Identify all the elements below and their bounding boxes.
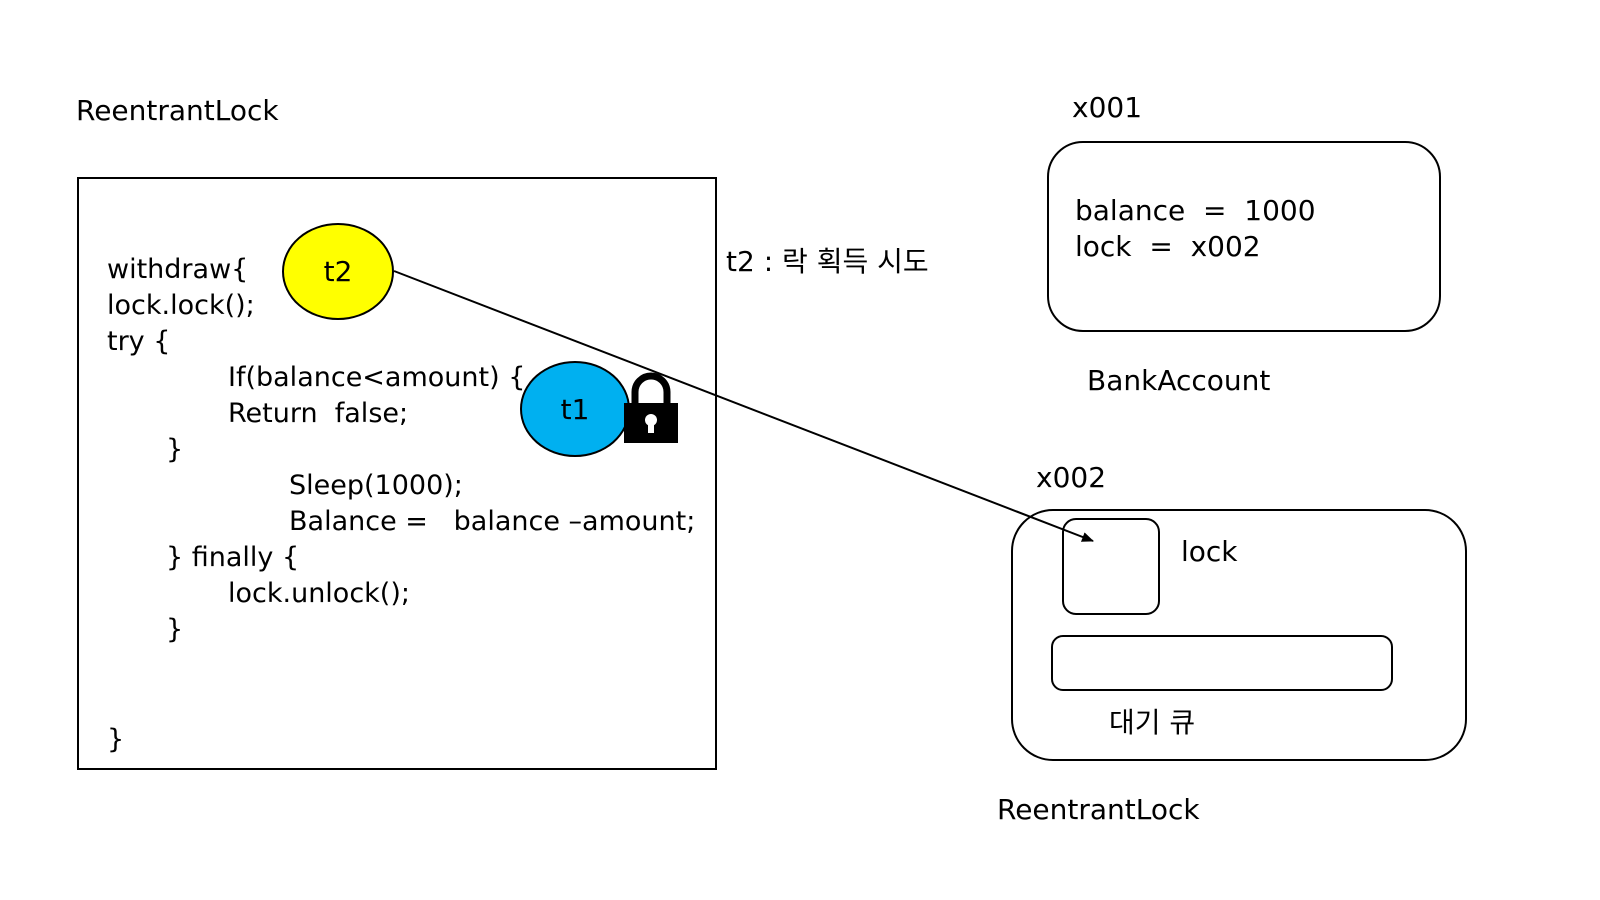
code-line-lock: lock.lock(); — [107, 290, 255, 321]
thread-t1: t1 — [520, 361, 630, 457]
code-line-sleep: Sleep(1000); — [289, 470, 463, 501]
code-line-close-finally: } — [166, 614, 184, 645]
account-balance: balance = 1000 — [1075, 194, 1316, 227]
reentrant-lock-box — [1011, 509, 1467, 761]
code-line-if: If(balance<amount) { — [228, 362, 526, 393]
code-line-close-withdraw: } — [107, 724, 125, 755]
thread-t2: t2 — [282, 223, 394, 320]
lock-address: x002 — [1036, 461, 1107, 494]
code-line-finally: } finally { — [166, 542, 300, 573]
thread-t1-label: t1 — [560, 392, 590, 426]
thread-t2-label: t2 — [323, 255, 353, 288]
padlock-icon — [624, 372, 678, 443]
code-line-balance: Balance = balance –amount; — [289, 506, 696, 537]
wait-queue — [1051, 635, 1393, 691]
code-line-close-if: } — [166, 434, 184, 465]
annotation-t2-try-lock: t2 : 락 획득 시도 — [726, 245, 929, 278]
lock-slot-label: lock — [1181, 535, 1238, 568]
account-lock-ref: lock = x002 — [1075, 230, 1261, 263]
code-line-try: try { — [107, 326, 171, 357]
code-line-unlock: lock.unlock(); — [228, 578, 410, 609]
bank-account-box — [1047, 141, 1441, 332]
code-line-return: Return false; — [228, 398, 409, 429]
account-name: BankAccount — [1087, 364, 1271, 397]
left-title: ReentrantLock — [76, 94, 279, 127]
lock-slot — [1062, 518, 1160, 615]
account-address: x001 — [1072, 91, 1143, 124]
wait-queue-label: 대기 큐 — [1109, 706, 1196, 739]
reentrant-lock-name: ReentrantLock — [997, 793, 1200, 826]
code-line-withdraw: withdraw{ — [107, 254, 249, 285]
